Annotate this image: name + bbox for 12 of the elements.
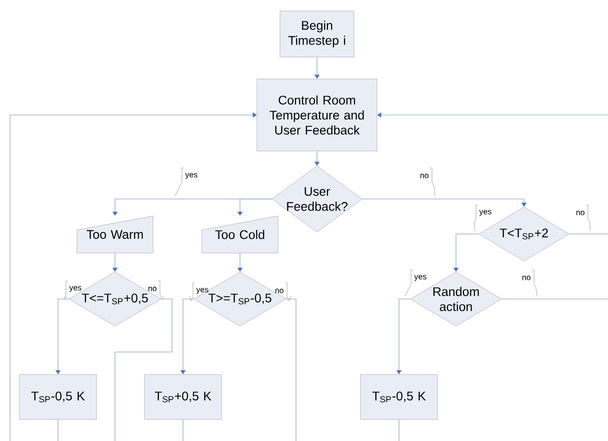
process-box: T$_{SP}$-0,5 K — [19, 374, 97, 420]
edge-label: no — [576, 204, 590, 232]
manual-input-box: Too Cold — [202, 216, 278, 254]
edge-label: yes — [174, 168, 198, 196]
process-box: T$_{SP}$+0,5 K — [144, 374, 222, 420]
process-box: T$_{SP}$-0,5 K — [360, 374, 438, 420]
process-box: Control Room Temperature and User Feedback — [256, 78, 378, 152]
edge-label: no — [420, 168, 436, 196]
manual-input-box: Too Warm — [76, 216, 154, 254]
edge-label: no — [148, 280, 164, 300]
edge-label: no — [522, 270, 538, 296]
process-box: Begin Timestep i — [280, 10, 354, 58]
